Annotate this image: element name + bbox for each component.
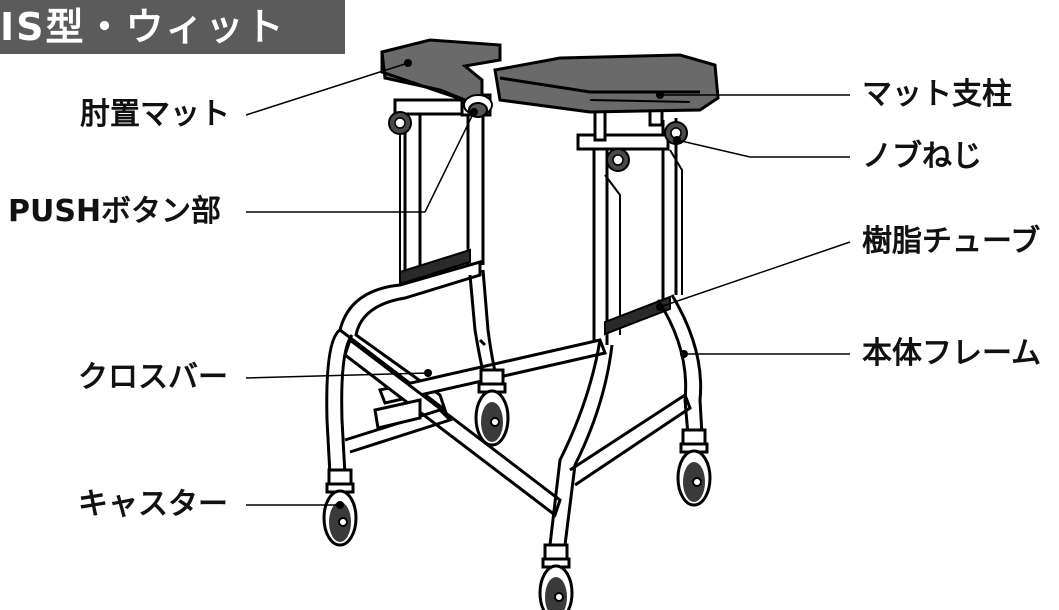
label-armrest-mat: 肘置マット [80,97,230,132]
leader-lines [245,62,851,506]
back-frame [399,115,683,345]
casters [322,368,712,610]
label-main-frame: 本体フレーム [862,336,1042,371]
label-cross-bar: クロスバー [78,360,228,395]
resin-tube-bars [399,248,671,336]
leader-dots [336,59,688,509]
label-push-button: PUSHボタン部 [8,194,222,229]
label-mat-post: マット支柱 [862,77,1012,112]
label-resin-tube: 樹脂チューブ [862,224,1041,259]
product-title: IS型・ウィット [0,0,345,54]
label-caster: キャスター [78,487,228,522]
label-knob-screw: ノブねじ [862,139,982,174]
